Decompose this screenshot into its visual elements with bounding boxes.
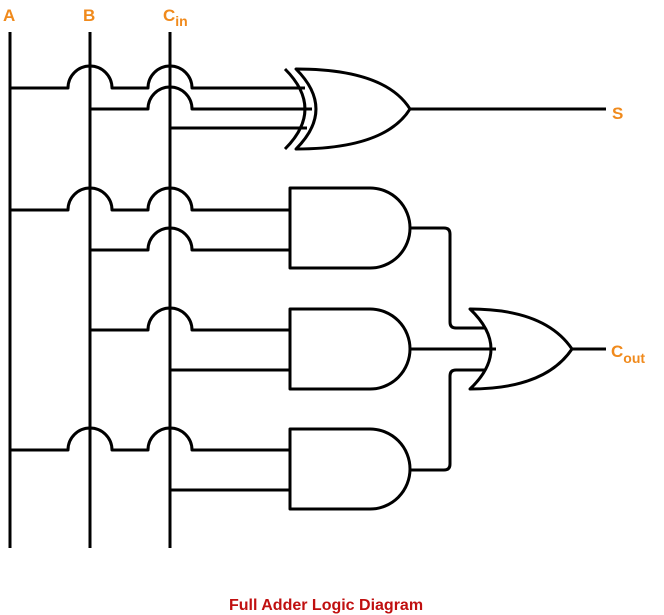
output-cout-main: C (611, 342, 623, 361)
output-cout-label: Cout (611, 342, 645, 366)
xor-body (294, 67, 412, 151)
wire-b-to-and1 (90, 226, 290, 252)
and-gate-1 (288, 186, 412, 270)
input-a-label: A (3, 6, 15, 25)
wire-a-to-xor (10, 64, 305, 90)
and-gate-2 (288, 307, 412, 391)
wire-b-to-xor (90, 85, 312, 111)
input-cin-main: C (163, 6, 175, 25)
wire-and1-to-or (410, 226, 486, 330)
input-cin-sub: in (175, 13, 187, 29)
diagram-caption: Full Adder Logic Diagram (229, 597, 423, 614)
input-cin-label: Cin (163, 6, 188, 29)
input-b-label: B (83, 6, 95, 25)
wire-and3-to-or (410, 368, 486, 472)
xor-gate (283, 67, 412, 151)
wire-a-to-and3 (10, 426, 290, 452)
and-gate-3 (288, 427, 412, 511)
wire-a-to-and1 (10, 186, 290, 212)
output-cout-sub: out (623, 350, 645, 366)
xor-back-curve (283, 67, 307, 151)
or-gate (468, 307, 574, 391)
output-s-label: S (612, 104, 623, 123)
wire-b-to-and2 (90, 306, 290, 332)
